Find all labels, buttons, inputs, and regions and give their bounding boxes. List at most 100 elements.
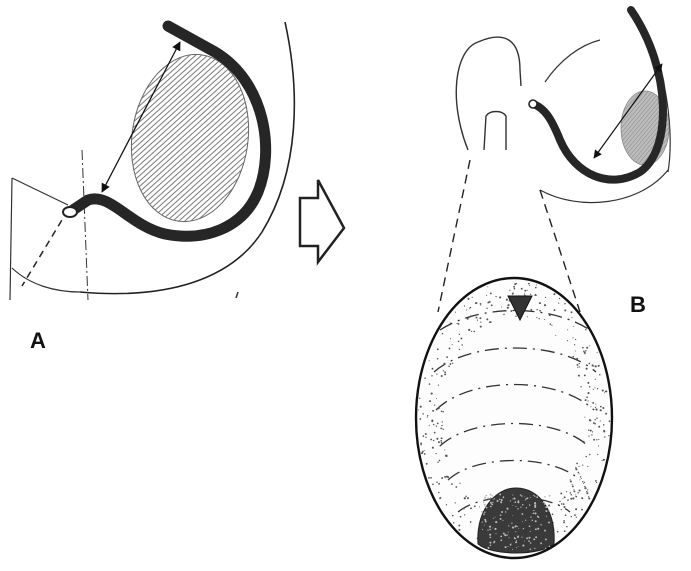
stipple-dot xyxy=(436,438,438,440)
stipple-dot xyxy=(440,428,442,430)
stipple-dot xyxy=(602,389,604,391)
core-speckle-dot xyxy=(534,548,535,549)
stipple-dot xyxy=(428,477,430,479)
stipple-dot xyxy=(575,350,576,351)
projection-line-left xyxy=(438,160,470,312)
stipple-dot xyxy=(577,367,578,368)
stipple-dot xyxy=(470,315,472,317)
core-speckle-dot xyxy=(548,522,550,524)
stipple-dot xyxy=(453,522,454,523)
core-speckle-dot xyxy=(482,522,483,523)
stipple-dot xyxy=(587,392,589,394)
stipple-dot xyxy=(480,303,482,305)
stipple-dot xyxy=(429,400,431,402)
stipple-dot xyxy=(571,317,572,318)
stipple-dot xyxy=(564,496,566,498)
stipple-dot xyxy=(422,413,424,415)
core-speckle-dot xyxy=(533,538,535,540)
core-speckle-dot xyxy=(525,520,526,521)
stipple-dot xyxy=(605,413,607,415)
stipple-dot xyxy=(459,483,460,484)
stipple-dot xyxy=(579,366,580,367)
core-speckle-dot xyxy=(503,496,505,498)
stipple-dot xyxy=(592,402,594,404)
core-speckle-dot xyxy=(522,521,523,522)
core-speckle-dot xyxy=(511,543,512,544)
stipple-dot xyxy=(429,360,430,361)
stipple-dot xyxy=(593,439,595,441)
core-speckle-dot xyxy=(500,501,502,503)
stipple-dot xyxy=(429,425,430,426)
panel-a-vertical-line xyxy=(82,150,88,300)
stipple-dot xyxy=(459,349,460,350)
stipple-dot xyxy=(539,310,541,312)
stipple-dot xyxy=(573,489,574,490)
core-speckle-dot xyxy=(536,496,538,498)
panel-b-top-arch xyxy=(478,37,521,86)
panel-a-tick xyxy=(236,292,238,298)
panel-label-b: B xyxy=(630,292,646,317)
stipple-dot xyxy=(590,406,591,407)
stipple-dot xyxy=(550,323,551,324)
stipple-dot xyxy=(597,352,598,353)
core-speckle-dot xyxy=(494,528,496,530)
core-speckle-dot xyxy=(483,502,485,504)
core-speckle-dot xyxy=(490,506,492,508)
stipple-dot xyxy=(495,296,496,297)
core-speckle-dot xyxy=(495,533,496,534)
stipple-dot xyxy=(599,374,601,376)
stipple-dot xyxy=(563,506,565,508)
stipple-dot xyxy=(446,455,448,457)
stipple-dot xyxy=(470,521,472,523)
core-speckle-dot xyxy=(517,501,519,503)
stipple-dot xyxy=(579,473,580,474)
stipple-dot xyxy=(477,320,478,321)
stipple-dot xyxy=(574,344,575,345)
core-speckle-dot xyxy=(537,528,539,530)
core-speckle-dot xyxy=(524,540,525,541)
stipple-dot xyxy=(438,492,440,494)
core-speckle-dot xyxy=(490,502,492,504)
core-speckle-dot xyxy=(518,546,519,547)
stipple-dot xyxy=(479,317,481,319)
core-speckle-dot xyxy=(537,516,539,518)
panel-b-wall-end xyxy=(529,100,537,108)
stipple-dot xyxy=(575,468,577,470)
core-speckle-dot xyxy=(512,494,513,495)
stipple-dot xyxy=(513,286,515,288)
stipple-dot xyxy=(570,481,572,483)
stipple-dot xyxy=(538,318,539,319)
core-speckle-dot xyxy=(512,515,513,516)
core-speckle-dot xyxy=(523,528,524,529)
stipple-dot xyxy=(596,439,597,440)
core-speckle-dot xyxy=(517,508,518,509)
stipple-dot xyxy=(578,466,579,467)
stipple-dot xyxy=(557,531,559,533)
stipple-dot xyxy=(424,377,426,379)
core-speckle-dot xyxy=(512,498,513,499)
stipple-dot xyxy=(469,308,470,309)
stipple-dot xyxy=(558,303,559,304)
stipple-dot xyxy=(575,508,577,510)
stipple-dot xyxy=(554,309,556,311)
stipple-dot xyxy=(489,322,491,324)
stipple-dot xyxy=(601,410,602,411)
stipple-dot xyxy=(530,309,532,311)
stipple-dot xyxy=(594,423,596,425)
stipple-dot xyxy=(438,441,440,443)
stipple-dot xyxy=(584,374,586,376)
stipple-dot xyxy=(578,375,580,377)
stipple-dot xyxy=(487,302,489,304)
stipple-dot xyxy=(467,298,469,300)
stipple-dot xyxy=(573,356,574,357)
stipple-dot xyxy=(452,344,453,345)
panel-b-magnified-view xyxy=(416,160,612,558)
stipple-dot xyxy=(430,477,432,479)
stipple-dot xyxy=(476,317,478,319)
core-speckle-dot xyxy=(481,511,483,513)
stipple-dot xyxy=(560,492,562,494)
stipple-dot xyxy=(567,329,568,330)
core-speckle-dot xyxy=(530,497,531,498)
core-speckle-dot xyxy=(515,531,516,532)
